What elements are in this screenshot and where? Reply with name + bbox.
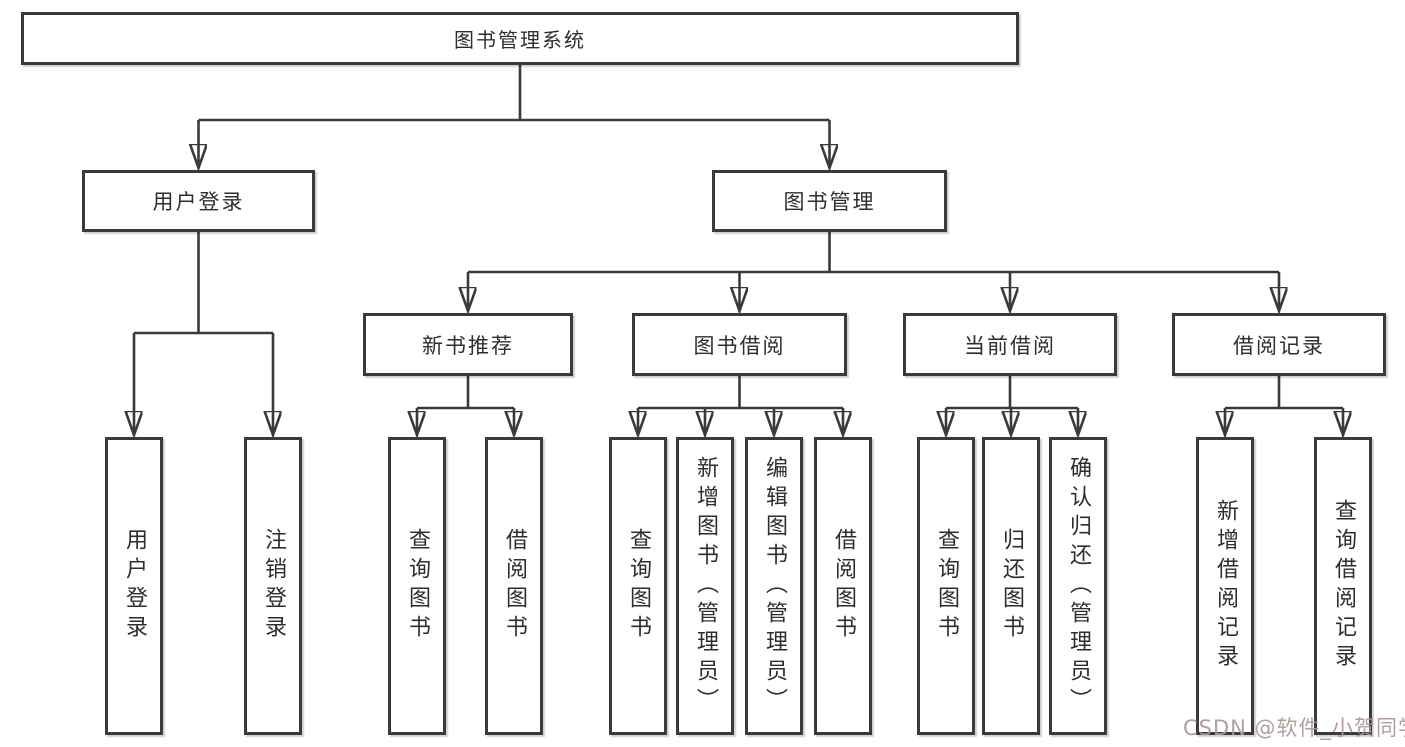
node-user-login: 用户登录 — [82, 170, 315, 232]
node-leaf-cb-return-books: 归还图书 — [982, 437, 1040, 735]
node-leaf-logout: 注销登录 — [244, 437, 302, 735]
node-current-borrow-label: 当前借阅 — [964, 333, 1056, 358]
node-new-book-rec-label: 新书推荐 — [422, 333, 514, 358]
node-borrow-record: 借阅记录 — [1172, 313, 1386, 376]
node-leaf-nbr-borrow-books-label: 借阅图书 — [502, 528, 527, 644]
node-leaf-br-query-record-label: 查询借阅记录 — [1331, 499, 1356, 673]
node-leaf-bb-borrow-books-label: 借阅图书 — [831, 528, 856, 644]
connector-new-book-rec-branch — [417, 376, 514, 434]
node-borrow-record-label: 借阅记录 — [1233, 333, 1325, 358]
node-leaf-user-login: 用户登录 — [105, 437, 163, 735]
node-leaf-user-login-label: 用户登录 — [122, 528, 147, 644]
node-new-book-rec: 新书推荐 — [363, 313, 573, 376]
node-book-mgmt-label: 图书管理 — [783, 190, 876, 214]
node-current-borrow: 当前借阅 — [903, 313, 1117, 376]
node-leaf-bb-edit-books-admin-label: 编辑图书（管理员） — [762, 455, 787, 717]
node-root: 图书管理系统 — [21, 12, 1019, 65]
node-leaf-br-add-record-label: 新增借阅记录 — [1213, 499, 1238, 673]
node-leaf-bb-add-books-admin: 新增图书（管理员） — [676, 437, 734, 735]
node-leaf-br-query-record: 查询借阅记录 — [1314, 437, 1372, 735]
connector-book-mgmt-branch — [468, 232, 1279, 310]
connector-root-to-level1 — [199, 65, 830, 167]
node-leaf-cb-query-books: 查询图书 — [917, 437, 975, 735]
node-leaf-cb-confirm-return-admin-label: 确认归还（管理员） — [1066, 455, 1091, 717]
node-leaf-bb-add-books-admin-label: 新增图书（管理员） — [693, 455, 718, 717]
node-user-login-label: 用户登录 — [152, 190, 245, 214]
node-leaf-nbr-query-books: 查询图书 — [388, 437, 446, 735]
node-book-borrow-label: 图书借阅 — [693, 333, 786, 358]
node-root-label: 图书管理系统 — [454, 28, 586, 52]
node-leaf-logout-label: 注销登录 — [261, 528, 286, 644]
node-leaf-cb-return-books-label: 归还图书 — [999, 528, 1024, 644]
node-leaf-nbr-query-books-label: 查询图书 — [405, 528, 430, 644]
node-leaf-cb-confirm-return-admin: 确认归还（管理员） — [1049, 437, 1107, 735]
node-leaf-bb-query-books-label: 查询图书 — [626, 528, 651, 644]
node-leaf-nbr-borrow-books: 借阅图书 — [485, 437, 543, 735]
connector-current-borrow-branch — [946, 376, 1078, 434]
connector-borrow-record-branch — [1225, 376, 1343, 434]
node-book-mgmt: 图书管理 — [712, 170, 947, 232]
csdn-watermark: CSDN @软件_小贺同学 — [1183, 716, 1405, 740]
connector-book-borrow-branch — [638, 376, 843, 434]
node-book-borrow: 图书借阅 — [632, 313, 847, 376]
node-leaf-br-add-record: 新增借阅记录 — [1196, 437, 1254, 735]
node-leaf-bb-borrow-books: 借阅图书 — [814, 437, 872, 735]
node-leaf-cb-query-books-label: 查询图书 — [934, 528, 959, 644]
connector-user-login-branch — [134, 232, 273, 434]
node-leaf-bb-edit-books-admin: 编辑图书（管理员） — [745, 437, 803, 735]
node-leaf-bb-query-books: 查询图书 — [609, 437, 667, 735]
